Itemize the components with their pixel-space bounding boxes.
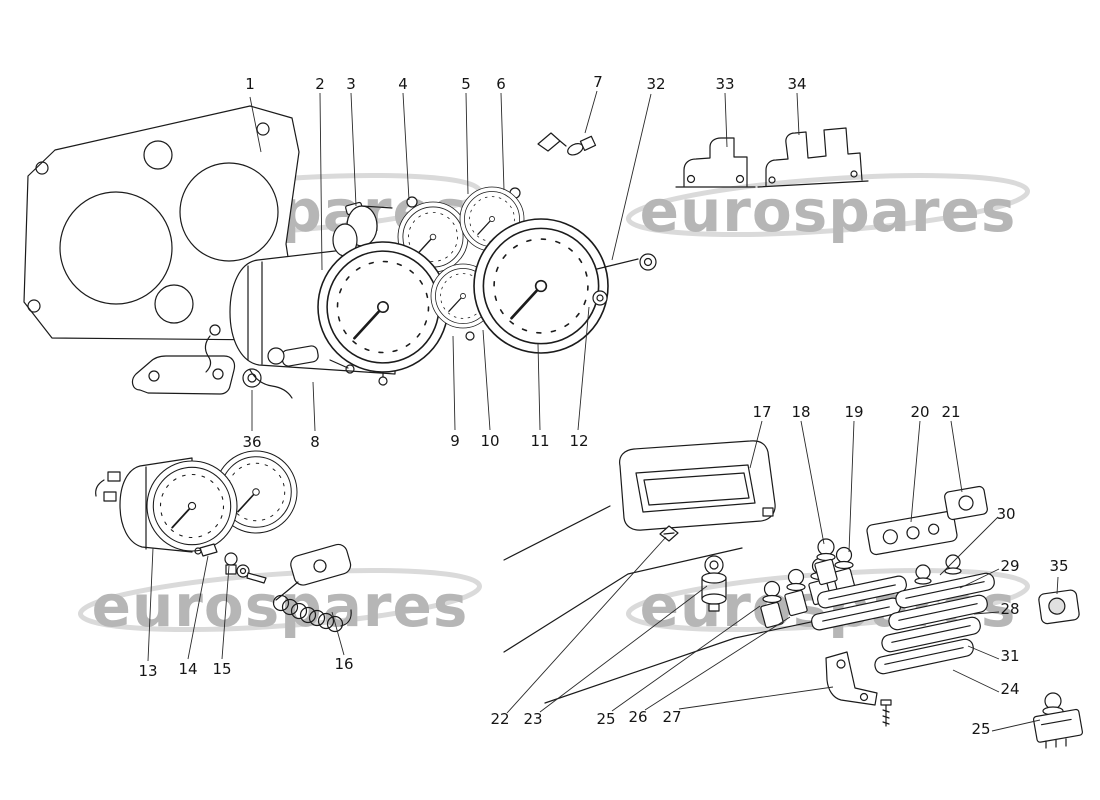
callout-10: 10: [480, 432, 499, 450]
callout-11: 11: [530, 432, 549, 450]
callout-9: 9: [450, 432, 460, 450]
part-13-gauge-face: [146, 460, 238, 552]
callout-7: 7: [593, 73, 603, 91]
part-14-bulb-holder: [194, 543, 218, 557]
callout-8: 8: [310, 433, 320, 451]
callout-22: 22: [490, 710, 509, 728]
part-23-lighter: [701, 555, 727, 612]
callout-3: 3: [346, 75, 356, 93]
callout-4: 4: [398, 75, 408, 93]
part-1-gasket: [23, 105, 300, 341]
callout-12: 12: [569, 432, 588, 450]
part-7-bulb: [537, 132, 597, 156]
callout-26: 26: [628, 708, 647, 726]
part-34-bracket: [757, 127, 869, 188]
callout-2: 2: [315, 75, 325, 93]
line-art: [23, 105, 1084, 749]
callout-16: 16: [334, 655, 353, 673]
part-35-plate: [1038, 589, 1080, 625]
callout-19: 19: [844, 403, 863, 421]
part-12-nut: [592, 290, 608, 306]
part-32-bracket: [596, 253, 657, 271]
watermark-top-right: eurospares: [625, 173, 1031, 245]
part-18-switch: [814, 538, 838, 586]
callout-24: 24: [1000, 680, 1019, 698]
part-11-tachometer: [472, 217, 610, 355]
callout-25-mid: 25: [596, 710, 615, 728]
part-36-grommet: [242, 368, 262, 388]
callout-13: 13: [138, 662, 157, 680]
part-21-plate: [944, 485, 988, 521]
part-17-tray: [619, 440, 776, 531]
part-22-clip: [659, 525, 679, 542]
callout-21: 21: [941, 403, 960, 421]
callout-32: 32: [646, 75, 665, 93]
callout-20: 20: [910, 403, 929, 421]
callout-17: 17: [752, 403, 771, 421]
callout-1: 1: [245, 75, 255, 93]
part-20-plate: [866, 510, 958, 556]
callout-5: 5: [461, 75, 471, 93]
callout-27: 27: [662, 708, 681, 726]
callout-15: 15: [212, 660, 231, 678]
part-25-switch-bottom-right: [1032, 692, 1084, 749]
callout-23: 23: [523, 710, 542, 728]
callout-18: 18: [791, 403, 810, 421]
watermark-text: eurospares: [640, 177, 1017, 245]
part-9-10-gauge: [430, 263, 496, 341]
callout-35: 35: [1049, 557, 1068, 575]
part-33-bracket: [675, 137, 756, 188]
switch-plate-stack-right: [874, 554, 995, 675]
callout-34: 34: [787, 75, 806, 93]
callout-14: 14: [178, 660, 197, 678]
callout-30: 30: [996, 505, 1015, 523]
callout-6: 6: [496, 75, 506, 93]
part-8-strap: [131, 355, 236, 395]
callout-29: 29: [1000, 557, 1019, 575]
callout-31: 31: [1000, 647, 1019, 665]
callout-28: 28: [1000, 600, 1019, 618]
part-27-bracket: [825, 651, 892, 727]
callout-33: 33: [715, 75, 734, 93]
watermark-bottom-left: eurospares: [77, 568, 483, 640]
speedometer: [316, 240, 450, 386]
leader-lines: [147, 90, 1059, 732]
watermark-text: eurospares: [92, 572, 469, 640]
callout-36: 36: [242, 433, 261, 451]
part-15-bulb: [224, 552, 267, 584]
part-16-sensor-with-coiled-cable: [272, 543, 352, 633]
callout-25-right: 25: [971, 720, 990, 738]
callout-labels: 1 2 3 4 5 6 7 32 33 34 36 8 9 10 11 12 1…: [138, 73, 1068, 738]
gauge-backs: [332, 187, 521, 257]
part-8-sender: [267, 345, 355, 374]
